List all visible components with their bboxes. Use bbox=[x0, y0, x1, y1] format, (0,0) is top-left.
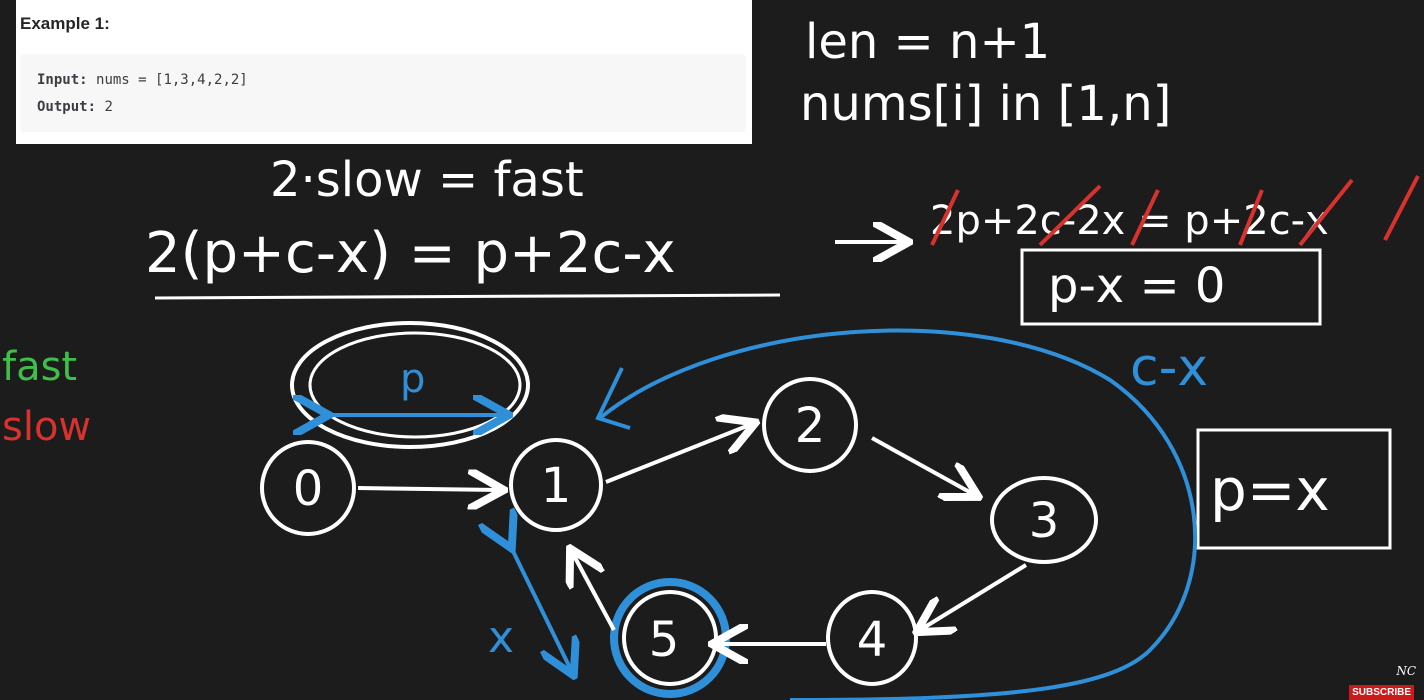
example-output-line: Output: 2 bbox=[37, 99, 113, 115]
node-0: 0 bbox=[260, 440, 356, 536]
edge-1-2 bbox=[605, 424, 752, 484]
cycle-arc bbox=[598, 328, 1198, 700]
legend-slow: slow bbox=[2, 404, 91, 450]
subscribe-button[interactable]: SUBSCRIBE bbox=[1349, 685, 1414, 700]
simplified-equation: 2p+2c-2x = p+2c-x bbox=[930, 198, 1329, 244]
output-label: Output: bbox=[37, 99, 97, 115]
node-4: 4 bbox=[826, 590, 918, 686]
edge-3-4 bbox=[920, 563, 1028, 630]
node-5-label: 5 bbox=[649, 612, 680, 668]
legend-fast: fast bbox=[2, 344, 77, 390]
node-2-label: 2 bbox=[795, 398, 826, 454]
node-1: 1 bbox=[509, 438, 603, 532]
example-input-line: Input: nums = [1,3,4,2,2] bbox=[37, 72, 248, 88]
result-equation: p-x = 0 bbox=[1048, 258, 1225, 314]
constraint-range-text: nums[i] in [1,n] bbox=[800, 76, 1171, 132]
p-label: p bbox=[400, 356, 425, 402]
cycle-arc-head bbox=[595, 367, 631, 430]
result-box bbox=[1020, 248, 1322, 326]
node-3-label: 3 bbox=[1029, 493, 1060, 549]
edge-0-1 bbox=[357, 488, 500, 490]
x-label: x bbox=[488, 612, 514, 663]
edges bbox=[357, 424, 1028, 644]
final-equation: p=x bbox=[1210, 456, 1330, 524]
edge-5-1 bbox=[572, 552, 616, 631]
equation-underline bbox=[154, 293, 781, 300]
speed-equation: 2·slow = fast bbox=[270, 152, 584, 208]
cancellation-marks bbox=[930, 175, 1420, 247]
node-1-label: 1 bbox=[541, 458, 572, 514]
node-4-label: 4 bbox=[857, 612, 888, 668]
x-span-arrow bbox=[510, 545, 572, 672]
constraint-len-text: len = n+1 bbox=[805, 14, 1050, 70]
p-loop-inner bbox=[308, 331, 522, 439]
edge-2-3 bbox=[871, 436, 975, 495]
example-card: Example 1: Input: nums = [1,3,4,2,2] Out… bbox=[16, 0, 752, 144]
main-equation: 2(p+c-x) = p+2c-x bbox=[145, 221, 676, 286]
output-value: 2 bbox=[104, 99, 113, 115]
p-loop-outer bbox=[290, 321, 530, 449]
input-label: Input: bbox=[37, 72, 88, 88]
node-0-label: 0 bbox=[293, 461, 324, 517]
node-3: 3 bbox=[990, 476, 1098, 564]
channel-watermark: NC bbox=[1396, 664, 1416, 678]
cycle-minus-x-label: c-x bbox=[1130, 338, 1208, 398]
example-code-block: Input: nums = [1,3,4,2,2] Output: 2 bbox=[20, 54, 746, 132]
node-2: 2 bbox=[762, 377, 858, 473]
example-title: Example 1: bbox=[20, 14, 110, 33]
final-box bbox=[1196, 428, 1392, 550]
node-5: 5 bbox=[610, 578, 730, 698]
input-value: nums = [1,3,4,2,2] bbox=[96, 72, 248, 88]
